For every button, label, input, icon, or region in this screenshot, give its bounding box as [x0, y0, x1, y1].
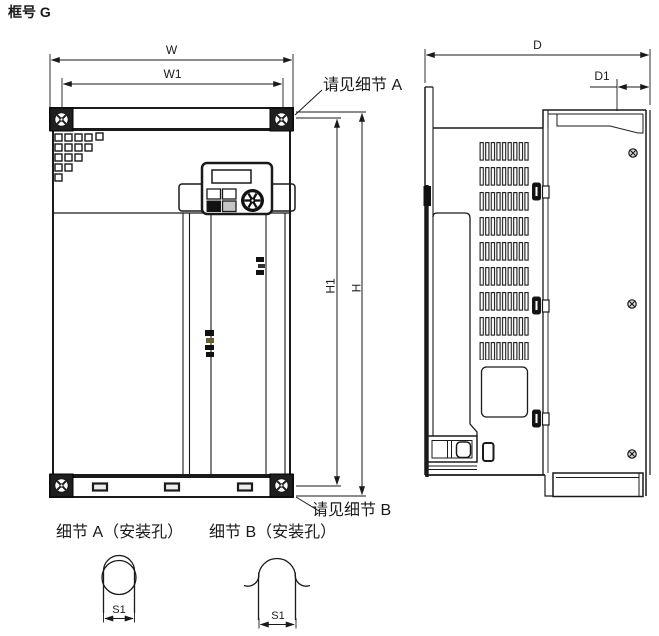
detail-b-right-hook — [294, 572, 311, 587]
caption-detail-b: 细节 B（安装孔） — [209, 524, 337, 541]
latch-marks — [205, 257, 265, 357]
note-see-detail-b: 请见细节 B — [312, 502, 392, 519]
mounting-foot-icon — [269, 107, 294, 132]
dim-label-d: D — [533, 38, 542, 52]
front-view-drawing — [49, 107, 296, 498]
mounting-foot-icon — [269, 473, 294, 498]
keypad-button — [221, 188, 237, 200]
leader-detail-b — [295, 496, 320, 512]
front-body — [52, 128, 291, 478]
dim-label-h1: H1 — [323, 278, 338, 294]
dim-label-d1: D1 — [594, 69, 610, 83]
vent-holes — [54, 132, 104, 182]
side-blank-plate — [480, 366, 529, 418]
mounting-foot-icon — [49, 473, 74, 498]
leader-detail-a — [294, 89, 323, 116]
keypad-left-ear — [178, 183, 205, 212]
clip-icon — [531, 182, 550, 201]
dim-label-s1-b: S1 — [271, 610, 285, 622]
bottom-foot-bracket — [552, 472, 644, 498]
dim-label-s1-a: S1 — [112, 604, 126, 616]
side-view-drawing — [423, 86, 651, 498]
door-seam-lines — [182, 213, 286, 477]
vent-slots — [479, 142, 530, 360]
detail-b-drawing — [243, 557, 311, 620]
detail-a-drawing — [101, 554, 137, 613]
keypad-dial-icon — [241, 189, 264, 212]
terminal-bracket — [426, 435, 478, 470]
detail-b-left-hook — [243, 572, 260, 587]
caption-detail-a: 细节 A（安装孔） — [56, 524, 184, 541]
mounting-foot-icon — [49, 107, 74, 132]
dim-label-w: W — [165, 43, 178, 57]
frame-title: 框号 G — [8, 4, 51, 20]
clip-icon — [531, 296, 550, 315]
side-door-panel — [432, 212, 478, 436]
bottom-slots — [91, 482, 254, 492]
note-see-detail-a: 请见细节 A — [323, 77, 403, 94]
keypad-button — [206, 200, 221, 212]
screw-icon — [627, 299, 637, 309]
top-mount-bracket — [542, 109, 646, 134]
dim-label-w1: W1 — [163, 67, 182, 81]
keypad — [178, 161, 296, 216]
screw-icon — [627, 449, 637, 459]
leader-lines — [294, 89, 323, 512]
clip-icon — [531, 409, 550, 428]
front-top-bar — [49, 107, 294, 131]
dim-label-h: H — [349, 283, 364, 293]
side-slot — [482, 442, 495, 462]
keypad-button — [221, 200, 237, 213]
keypad-display — [211, 169, 252, 184]
screw-icon — [628, 148, 638, 158]
keypad-button — [206, 188, 222, 200]
